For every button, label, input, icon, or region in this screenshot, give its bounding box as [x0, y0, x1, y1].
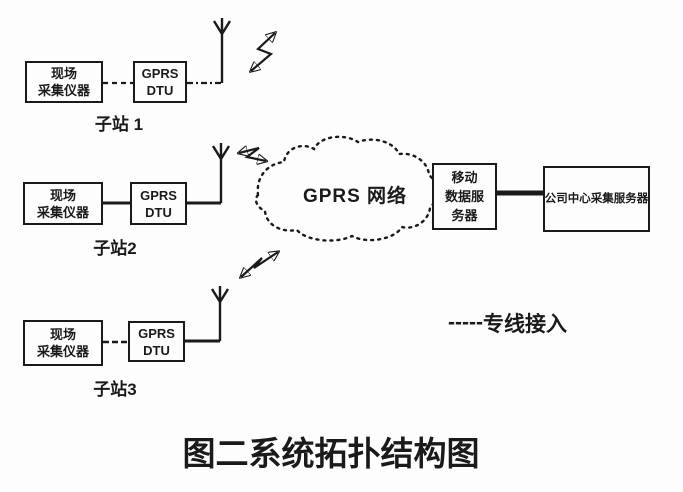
radio-wave-icon-2	[239, 148, 266, 161]
gprs-dtu-text: DTU	[143, 342, 170, 358]
central-collection-server-box: 公司中心采集服务器	[543, 166, 650, 232]
antenna-icon-2	[211, 143, 231, 203]
field-collector-text: 现场	[49, 187, 76, 203]
mobile-data-server-text: 移动	[451, 170, 478, 185]
gprs-dtu-text: DTU	[146, 83, 174, 98]
radio-wave-icon-1	[251, 33, 275, 71]
gprs-dtu-box-2: GPRS DTU	[130, 182, 187, 225]
gprs-dtu-text: GPRS	[141, 66, 179, 81]
legend: -----专线接入	[448, 308, 567, 338]
legend-label: 专线接入	[482, 313, 567, 336]
substation-label-1: 子站 1	[94, 115, 144, 134]
gprs-network-label: GPRS 网络	[302, 186, 408, 207]
gprs-dtu-text: GPRS	[138, 325, 175, 341]
mobile-data-server-text: 数据服	[444, 189, 484, 204]
field-collector-text: 现场	[50, 66, 77, 81]
central-collection-server-text: 公司中心采集服务器	[544, 192, 649, 205]
field-collector-text: 采集仪器	[37, 83, 90, 98]
legend-dashed-line: -----	[448, 311, 483, 334]
field-collector-text: 采集仪器	[36, 344, 89, 359]
gprs-dtu-box-1: GPRS DTU	[133, 61, 187, 103]
field-collector-text: 现场	[49, 327, 76, 342]
mobile-data-server-box: 移动 数据服 务器	[432, 163, 497, 230]
field-collector-text: 采集仪器	[36, 204, 89, 220]
field-collector-box-3: 现场 采集仪器	[23, 320, 103, 366]
field-collector-box-1: 现场 采集仪器	[25, 61, 103, 103]
gprs-dtu-box-3: GPRS DTU	[128, 321, 185, 362]
substation-label-2: 子站2	[93, 239, 137, 258]
radio-wave-icon-3	[241, 252, 278, 277]
mobile-data-server-text: 务器	[451, 208, 478, 223]
antenna-icon-1	[212, 18, 232, 83]
substation-label-3: 子站3	[93, 380, 137, 399]
field-collector-box-2: 现场 采集仪器	[23, 182, 103, 225]
gprs-dtu-text: DTU	[145, 204, 172, 220]
gprs-dtu-text: GPRS	[140, 187, 177, 203]
antenna-icon-3	[210, 286, 230, 341]
figure-caption: 图二系统拓扑结构图	[182, 435, 480, 472]
